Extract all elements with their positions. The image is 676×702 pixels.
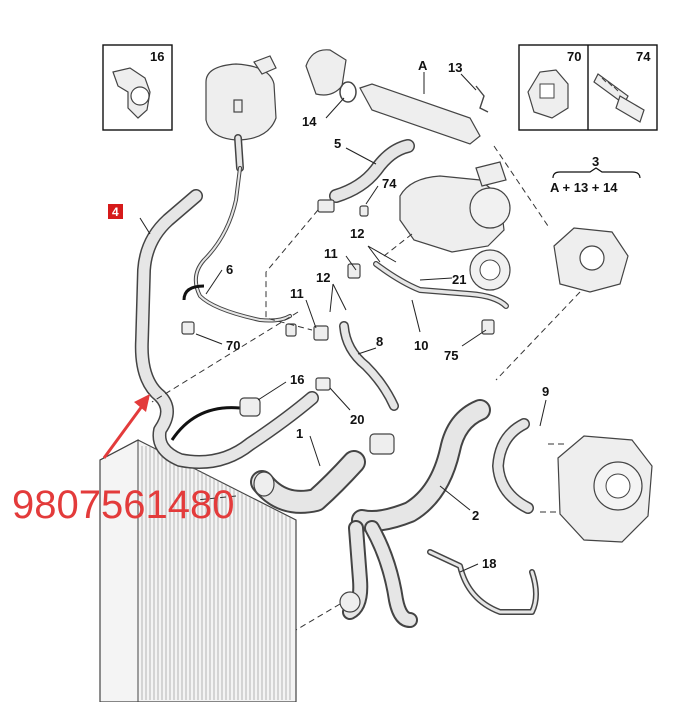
inset-74-label: 74: [636, 49, 651, 64]
assembly-formula: 3 A + 13 + 14: [550, 154, 641, 195]
assembly-formula-text: A + 13 + 14: [550, 180, 618, 195]
part-number-annotation: 9807561480: [12, 394, 234, 527]
dashed-lines: [151, 145, 581, 631]
bolt-74-icon: [593, 73, 645, 123]
callout-21: 21: [452, 272, 466, 287]
callout-labels: A 13 14 5 74 12 11 6 12 21 11 70 8 10 75…: [226, 58, 549, 571]
callout-12b: 12: [316, 270, 330, 285]
leader-lines: [139, 72, 547, 573]
callout-12a: 12: [350, 226, 364, 241]
callout-6: 6: [226, 262, 233, 277]
callout-74: 74: [382, 176, 397, 191]
red-arrow-icon: [102, 397, 150, 459]
hoses: [134, 139, 539, 628]
callout-5: 5: [334, 136, 341, 151]
callout-14: 14: [302, 114, 317, 129]
thermostat-housing: [553, 227, 629, 293]
inset-70-label: 70: [567, 49, 581, 64]
inset-16-label: 16: [150, 49, 164, 64]
radiator: [99, 439, 297, 702]
callout-16: 16: [290, 372, 304, 387]
callout-20: 20: [350, 412, 364, 427]
callout-70: 70: [226, 338, 240, 353]
callout-10: 10: [414, 338, 428, 353]
callout-A: A: [418, 58, 428, 73]
inset-box-16: 16: [102, 44, 173, 131]
clip-16-icon: [112, 67, 151, 119]
callout-1: 1: [296, 426, 303, 441]
expansion-tank: [205, 55, 277, 172]
callout-11a: 11: [324, 246, 338, 261]
fittings: [181, 199, 495, 613]
callout-8: 8: [376, 334, 383, 349]
clip-70-icon: [527, 69, 569, 119]
callout-18: 18: [482, 556, 496, 571]
highlighted-callout-label: 4: [112, 205, 119, 219]
callout-2: 2: [472, 508, 479, 523]
assembly-number: 3: [592, 154, 599, 169]
turbocharger: [399, 161, 511, 291]
outlet-housing: [305, 49, 489, 145]
highlighted-callout-4: 4: [108, 204, 123, 219]
inset-box-70-74: 70 74: [518, 44, 658, 131]
callout-75: 75: [444, 348, 458, 363]
egr-unit: [557, 435, 653, 543]
callout-11b: 11: [290, 286, 304, 301]
callout-13: 13: [448, 60, 462, 75]
callout-9: 9: [542, 384, 549, 399]
part-number-text: 9807561480: [12, 483, 234, 527]
